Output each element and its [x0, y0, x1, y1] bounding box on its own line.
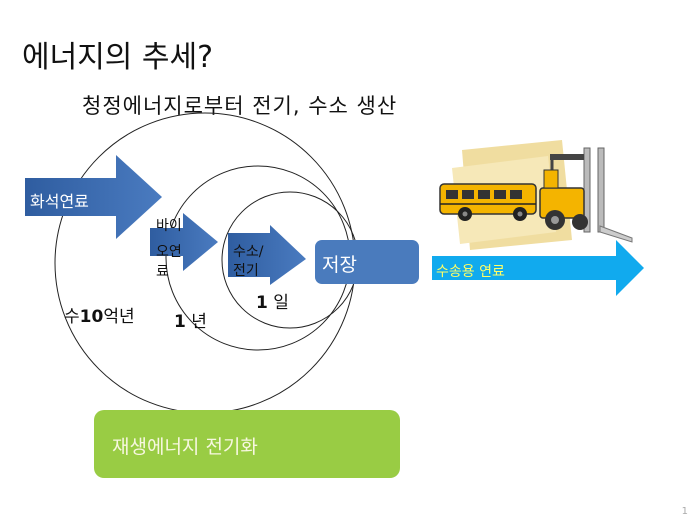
hydrogen-arrow-label-2: 전기: [233, 263, 259, 279]
storage-label: 저장: [322, 254, 357, 276]
bio-arrow-label-1: 바이: [156, 218, 182, 234]
fossil-arrow: [25, 155, 162, 239]
slide-title: 에너지의 추세?: [22, 40, 214, 75]
forklift-icon: [539, 147, 633, 243]
transport-fuel-label: 수송용 연료: [436, 264, 505, 280]
storage-box: [315, 240, 419, 284]
slide-subtitle: 청정에너지로부터 전기, 수소 생산: [82, 94, 398, 118]
transport-fuel-arrow: [432, 240, 644, 296]
renewable-label: 재생에너지 전기화: [112, 436, 258, 458]
bio-arrow: [150, 213, 218, 271]
circle-fossil: [54, 112, 356, 414]
timescale-bio: 1 년: [174, 312, 207, 332]
timescale-hydrogen: 1 일: [256, 293, 289, 313]
bio-arrow-label-2: 오연: [156, 244, 182, 260]
fossil-arrow-label: 화석연료: [30, 192, 89, 211]
hydrogen-arrow: [228, 225, 306, 285]
renewable-box: [94, 410, 400, 478]
school-bus-icon: [439, 183, 537, 221]
bio-arrow-label-3: 료: [156, 264, 169, 280]
hydrogen-arrow-label-1: 수소/: [233, 244, 264, 260]
timescale-fossil: 수10억년: [64, 307, 135, 327]
page-number: 1: [681, 506, 688, 517]
